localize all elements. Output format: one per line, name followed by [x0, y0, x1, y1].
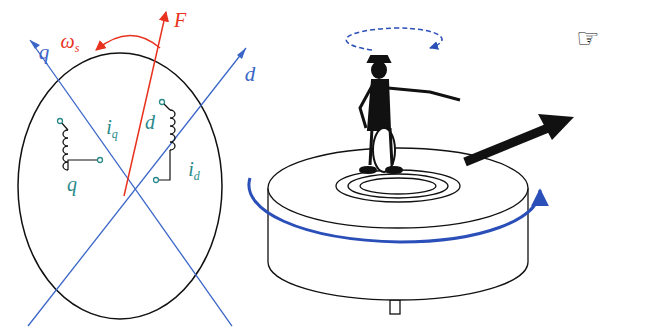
terminal: [160, 100, 165, 105]
d-axis: [28, 48, 246, 326]
coil-group: [58, 100, 176, 183]
q-axis: [30, 40, 232, 326]
coil-lead: [68, 160, 100, 170]
rotation-arrow: [346, 28, 442, 50]
axis-label: d: [245, 64, 256, 85]
rotation-arrow: [96, 35, 160, 50]
terminal: [98, 158, 103, 163]
axis-arrowhead: [30, 40, 40, 49]
current-label: iq: [106, 117, 118, 140]
axis-arrowhead: [237, 48, 246, 59]
rotation-arrow: [249, 178, 540, 242]
terminal: [154, 178, 159, 183]
mmf-vector: [124, 12, 166, 196]
coil-label: d: [145, 112, 155, 132]
direction-arrowhead: [538, 114, 574, 140]
coil-winding: [63, 130, 68, 170]
terminal: [58, 119, 63, 124]
direction-arrow: [465, 128, 548, 162]
vector-label: F: [174, 10, 186, 30]
coil-winding: [170, 110, 175, 150]
coil-lead: [156, 150, 170, 180]
coil-label: q: [67, 174, 77, 194]
current-label: id: [188, 159, 200, 182]
speed-label: ωs: [61, 31, 80, 54]
hand-icon: ☞: [576, 25, 599, 51]
stator-circle: [18, 53, 222, 319]
person: [360, 56, 460, 173]
axis-label: q: [39, 42, 50, 63]
